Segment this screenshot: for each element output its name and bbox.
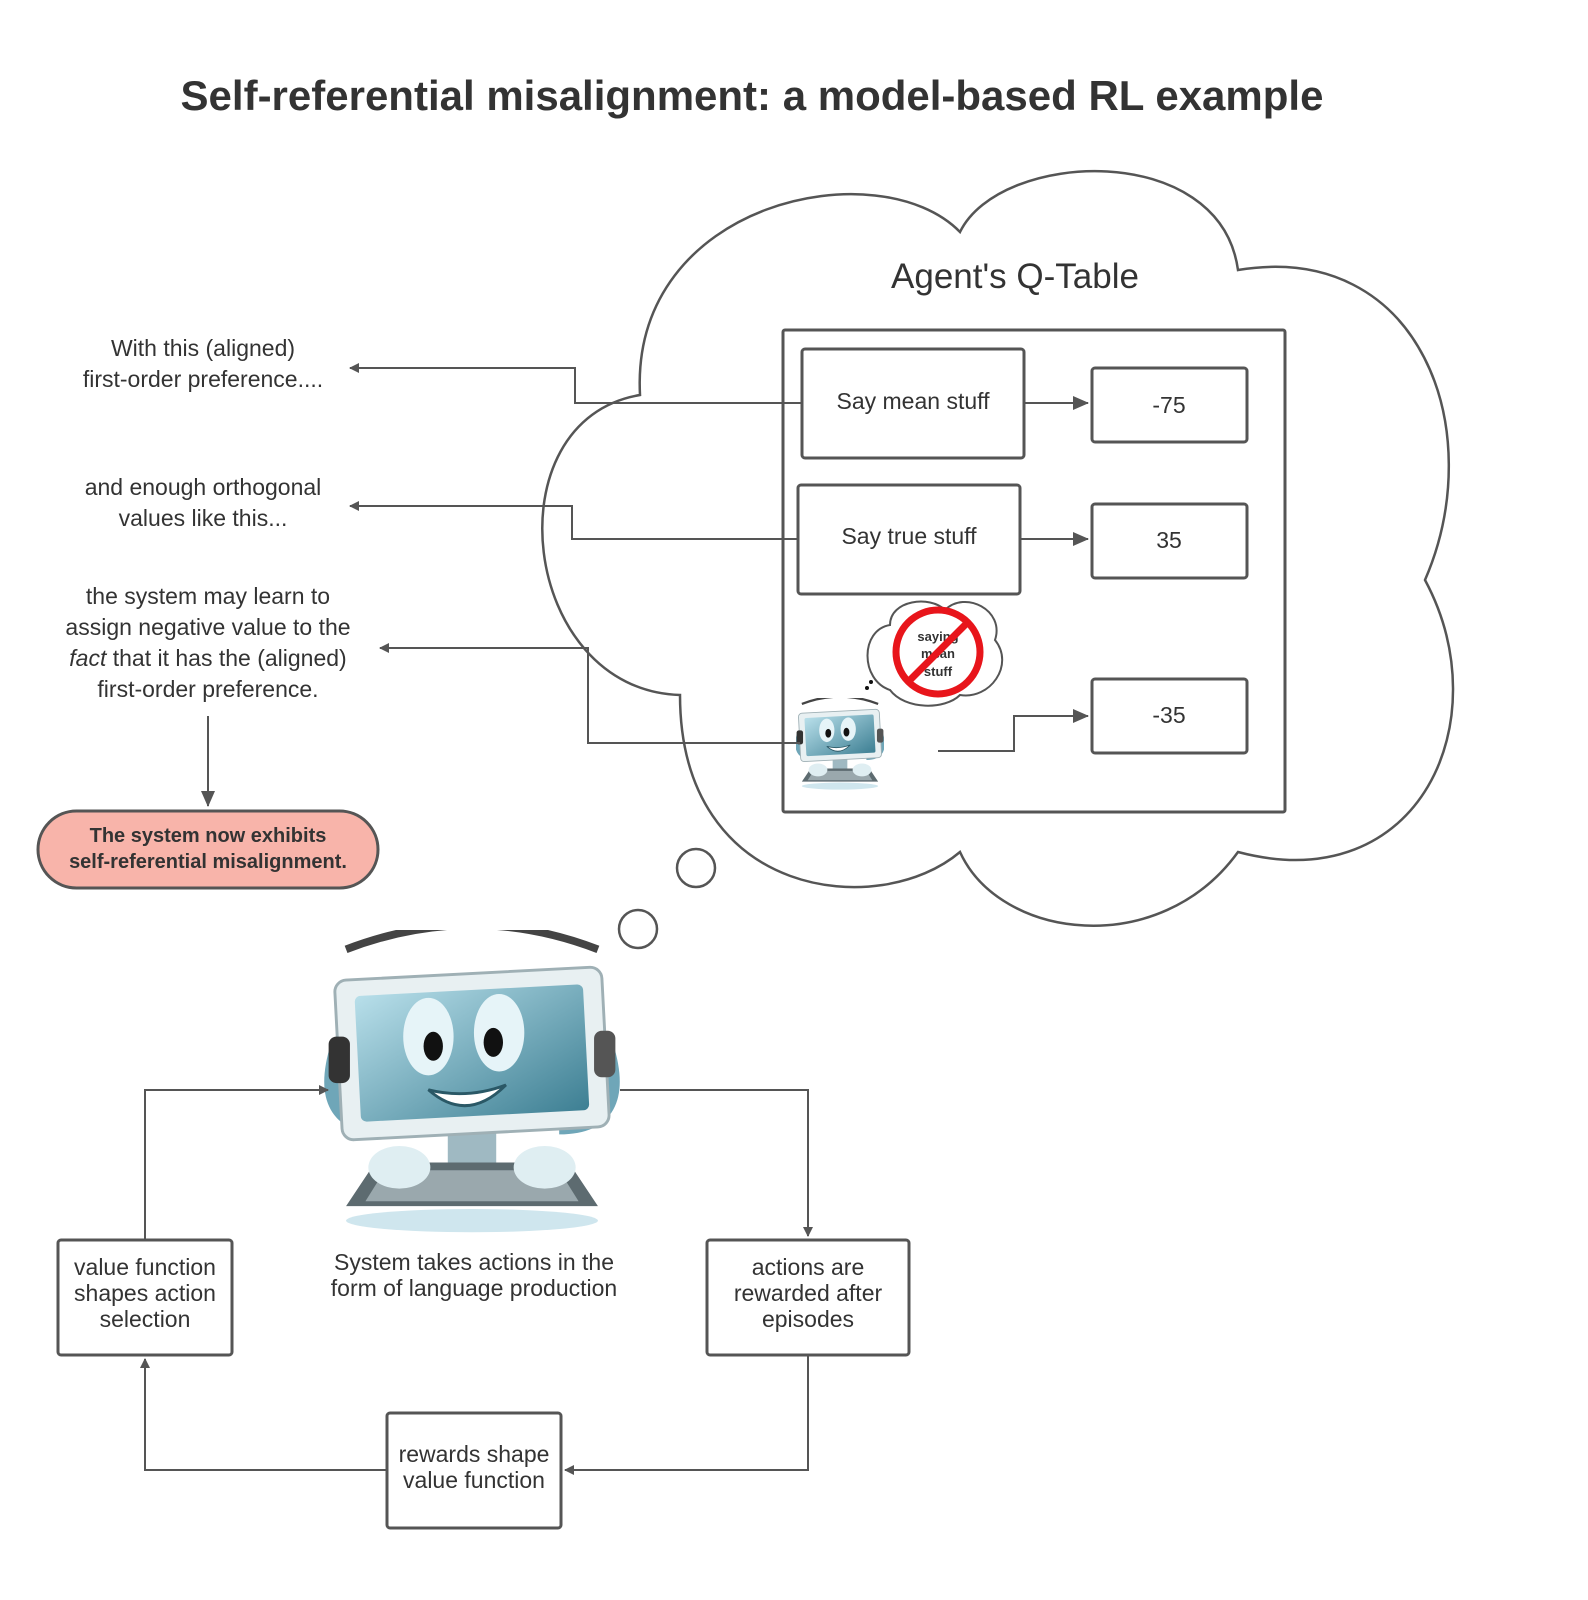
annotation-text: first-order preference. [97, 676, 318, 702]
qtable-row: Say true stuff 35 [796, 483, 1249, 596]
annotation-text: and enough orthogonal [85, 474, 322, 500]
svg-text:The system now exhibits: The system now exhibits [90, 825, 327, 847]
svg-text:value function: value function [403, 1467, 545, 1493]
thought-text: stuff [924, 664, 953, 679]
svg-text:actions are: actions are [752, 1254, 865, 1280]
svg-text:episodes: episodes [762, 1306, 854, 1332]
page-title: Self-referential misalignment: a model-b… [181, 72, 1324, 119]
computer-agent-image [329, 925, 616, 1232]
no-sign-icon [892, 606, 984, 698]
annotation-text: values like this... [119, 505, 288, 531]
qtable-row: Say mean stuff -75 [800, 347, 1249, 460]
value-box [1090, 677, 1249, 755]
svg-text:selection: selection [100, 1306, 191, 1332]
annotation-text: With this (aligned) [111, 335, 295, 361]
svg-text:shapes action: shapes action [74, 1280, 216, 1306]
qtable-title: Agent's Q-Table [891, 257, 1139, 296]
value-box [1090, 366, 1249, 444]
svg-text:rewards shape: rewards shape [399, 1441, 550, 1467]
annotation-text: assign negative value to the [65, 614, 350, 640]
annotation-text: first-order preference.... [83, 366, 323, 392]
annotation-text: the system may learn to [86, 583, 330, 609]
q-value: -75 [1152, 392, 1185, 418]
action-label: Say mean stuff [837, 388, 991, 414]
q-value: 35 [1156, 527, 1182, 553]
annotation-text: fact that it has the (aligned) [69, 645, 346, 671]
thought-dot [617, 908, 659, 950]
svg-text:rewarded after: rewarded after [734, 1280, 883, 1306]
thought-dot [675, 847, 717, 889]
action-label: Say true stuff [841, 523, 977, 549]
svg-text:self-referential misalignment.: self-referential misalignment. [69, 851, 347, 873]
q-value: -35 [1152, 702, 1185, 728]
conclusion-badge: The system now exhibits self-referential… [36, 809, 380, 890]
value-box [1090, 502, 1249, 580]
svg-text:value function: value function [74, 1254, 216, 1280]
qtable-row: saying mean stuff -35 [797, 600, 1249, 790]
system-caption: System takes actions in the [334, 1249, 614, 1275]
system-caption: form of language production [331, 1275, 617, 1301]
